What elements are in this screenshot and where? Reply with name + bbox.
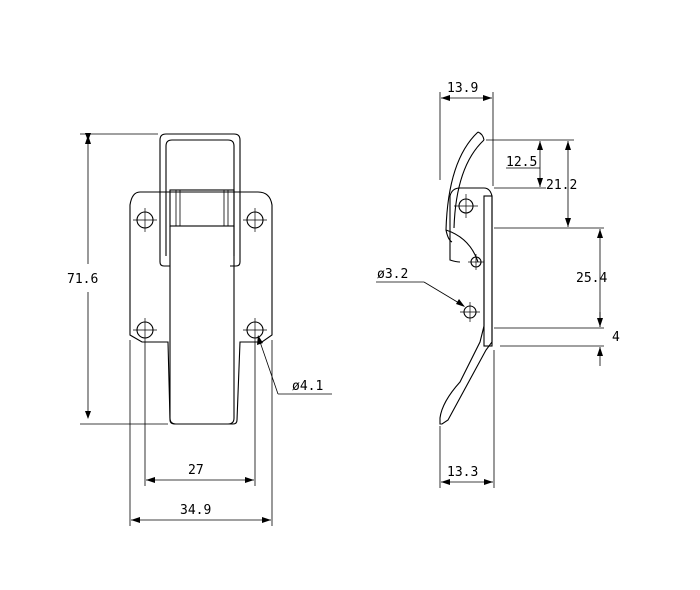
dim-hook-to-hole-text: 21.2 (546, 178, 577, 193)
front-wire-bail (159, 133, 241, 262)
dim-base-width-side: 13.3 (439, 350, 495, 488)
dim-hole-diameter-side: ø3.2 (376, 267, 465, 307)
side-wire-bail (445, 131, 479, 243)
dim-hole-diameter-front: ø4.1 (257, 335, 332, 395)
side-base-plate (483, 195, 493, 347)
dim-base-width-side-text: 13.3 (447, 465, 478, 480)
front-view: 71.6 27 34.9 ø4.1 (67, 133, 332, 526)
dim-base-width-front: 34.9 (129, 340, 273, 526)
dim-hole-offset-text: 4 (612, 330, 620, 345)
dim-hole-spacing-front: 27 (144, 342, 256, 486)
dim-overall-height-text: 71.6 (67, 272, 98, 287)
front-base-plate (129, 191, 273, 425)
dim-hole-spacing-side: 25.4 4 (494, 229, 620, 366)
side-lever-arc (445, 229, 479, 263)
front-lever (169, 226, 235, 425)
dim-hook-heights: 12.5 21.2 (486, 139, 604, 229)
dim-top-width: 13.9 (439, 81, 494, 186)
front-mounting-holes (133, 208, 267, 342)
dim-base-width-front-text: 34.9 (180, 503, 211, 518)
front-hinge-barrel (169, 189, 235, 227)
dim-hole-spacing-front-text: 27 (188, 463, 204, 478)
dim-hole-spacing-side-text: 25.4 (576, 271, 607, 286)
dim-top-width-text: 13.9 (447, 81, 478, 96)
dim-hole-diameter-side-text: ø3.2 (377, 267, 408, 282)
dim-hook-height-text: 12.5 (506, 155, 537, 170)
dim-hole-diameter-front-text: ø4.1 (292, 379, 323, 394)
side-view: 13.9 12.5 21.2 25.4 (376, 81, 620, 488)
dim-overall-height: 71.6 (67, 133, 168, 425)
